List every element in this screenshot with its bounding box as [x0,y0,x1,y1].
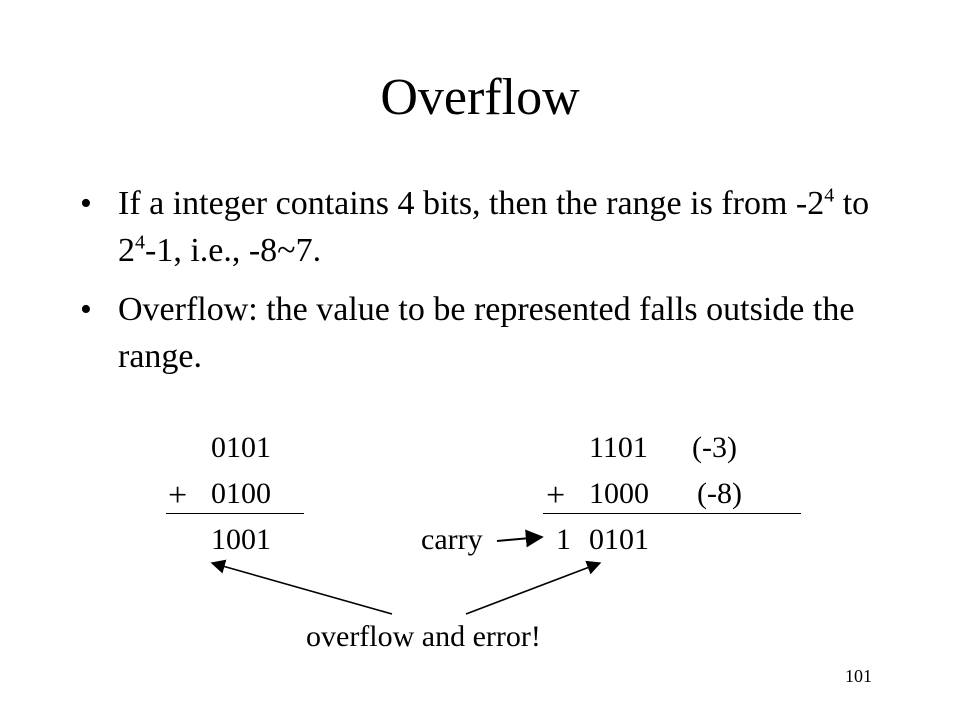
example1-operand2: 0100 [211,477,271,510]
overflow-arrow-left [210,559,393,615]
example1-sum-line [166,513,304,514]
example2-operand1-note: (-3) [692,431,737,464]
example1-operand1: 0101 [211,431,271,464]
bullet-range-text-b: to 2 [118,185,870,269]
bullet-overflow-text: Overflow: the value to be represented fa… [118,291,855,375]
overflow-caption: overflow and error! [306,620,541,653]
example2-operand1: 1101 [589,431,648,464]
example2-result: 0101 [589,523,649,556]
bullet-list: • If a integer contains 4 bits, then the… [80,180,900,392]
carry-arrow [496,529,544,548]
example2-operand2: 1000 [589,477,649,510]
bullet-item-overflow: • Overflow: the value to be represented … [80,286,900,380]
bullet-marker: • [80,185,92,222]
bullet-range-exponent-2: 4 [135,231,145,254]
example2-sum-line [543,513,801,514]
slide-title: Overflow [380,69,580,126]
bullet-range-exponent-1: 4 [824,184,835,207]
bullet-item-range: • If a integer contains 4 bits, then the… [80,180,900,274]
bullet-range-text-c: -1, i.e., -8~7. [145,232,322,269]
example2-plus-sign: + [546,477,566,514]
page-number: 101 [845,666,872,686]
carry-label: carry [421,523,483,556]
example1-plus-sign: + [168,477,188,514]
bullet-marker: • [80,291,92,328]
carry-bit: 1 [556,523,571,556]
example2-operand2-note: (-8) [697,477,742,510]
bullet-range-text-a: If a integer contains 4 bits, then the r… [118,185,825,222]
overflow-arrow-right [465,560,602,615]
example1-result: 1001 [211,523,271,556]
